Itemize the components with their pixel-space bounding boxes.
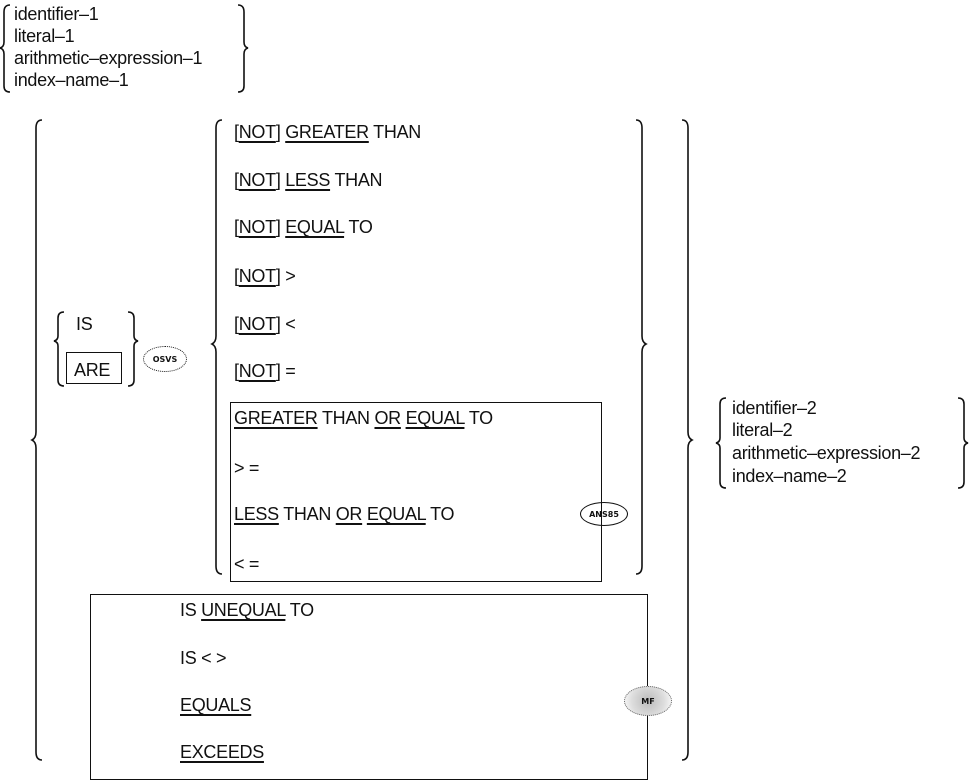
relation-rest: > xyxy=(280,266,296,286)
relation-equal-symbol: [NOT] = xyxy=(234,361,296,381)
relation-rest: < xyxy=(280,314,296,334)
relation-less-than: [NOT] LESS THAN xyxy=(234,170,383,190)
operand-1-arithmetic-expression: arithmetic–expression–1 xyxy=(14,48,203,68)
unequal-keyword: UNEQUAL xyxy=(201,600,286,620)
not-keyword: NOT xyxy=(238,361,276,381)
relation-equals: EQUALS xyxy=(180,695,252,715)
mf-box xyxy=(90,594,648,780)
relation-rest: THAN xyxy=(330,170,383,190)
unequal-to: TO xyxy=(285,600,314,620)
unequal-is: IS xyxy=(180,600,202,620)
relation-keyword: GREATER xyxy=(285,122,369,142)
lte-less: LESS xyxy=(234,504,279,524)
not-keyword: NOT xyxy=(238,266,276,286)
not-keyword: NOT xyxy=(238,122,276,142)
relation-greater-or-equal: GREATER THAN OR EQUAL TO xyxy=(234,408,493,428)
osvs-badge: OSVS xyxy=(143,346,187,372)
ansi85-badge: ANS85 xyxy=(580,502,628,526)
gte-than: THAN xyxy=(317,408,375,428)
operand-2-index-name: index–name–2 xyxy=(732,466,847,486)
relation-lte-symbol: < = xyxy=(234,554,260,574)
verb-are: ARE xyxy=(74,360,111,380)
operand-1-index-name: index–name–1 xyxy=(14,70,129,90)
operand-2-arithmetic-expression: arithmetic–expression–2 xyxy=(732,443,921,463)
operand-1-literal: literal–1 xyxy=(14,26,75,46)
relation-rest: = xyxy=(280,361,296,381)
not-keyword: NOT xyxy=(238,314,276,334)
operand-1-identifier: identifier–1 xyxy=(14,4,99,24)
lte-than: THAN xyxy=(278,504,336,524)
verb-are-box xyxy=(66,352,122,384)
relation-gte-symbol: > = xyxy=(234,458,260,478)
gte-equal: EQUAL xyxy=(405,408,465,428)
operand-2-literal: literal–2 xyxy=(732,420,793,440)
relation-rest: THAN xyxy=(368,122,421,142)
not-keyword: NOT xyxy=(238,217,276,237)
relation-is-unequal-to: IS UNEQUAL TO xyxy=(180,600,314,620)
relation-greater-symbol: [NOT] > xyxy=(234,266,296,286)
not-keyword: NOT xyxy=(238,170,276,190)
relation-keyword: EQUAL xyxy=(285,217,345,237)
relation-equal-to: [NOT] EQUAL TO xyxy=(234,217,373,237)
ansi85-box xyxy=(230,402,602,582)
relation-less-or-equal: LESS THAN OR EQUAL TO xyxy=(234,504,454,524)
gte-or: OR xyxy=(374,408,401,428)
relation-rest: TO xyxy=(344,217,373,237)
relation-is-not-equal-symbol: IS < > xyxy=(180,648,227,668)
mf-badge: MF xyxy=(624,686,672,716)
relation-less-symbol: [NOT] < xyxy=(234,314,296,334)
relation-keyword: LESS xyxy=(285,170,331,190)
verb-is: IS xyxy=(76,314,93,334)
relation-greater-than: [NOT] GREATER THAN xyxy=(234,122,421,142)
lte-equal: EQUAL xyxy=(366,504,426,524)
gte-to: TO xyxy=(464,408,493,428)
gte-greater: GREATER xyxy=(234,408,318,428)
lte-to: TO xyxy=(425,504,455,524)
operand-2-identifier: identifier–2 xyxy=(732,398,817,418)
relation-exceeds: EXCEEDS xyxy=(180,742,264,762)
lte-or: OR xyxy=(335,504,363,524)
